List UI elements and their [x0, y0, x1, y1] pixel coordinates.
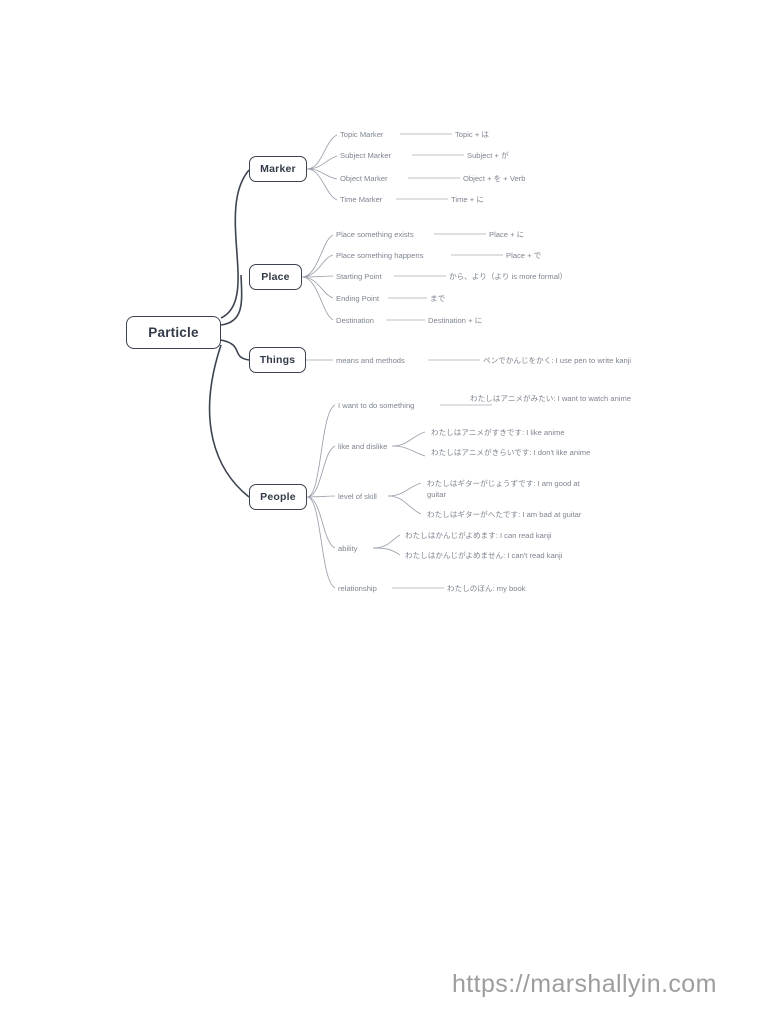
leaf-value-object-marker[interactable]: Object + を + Verb — [463, 174, 526, 183]
leaf-value-subject-marker[interactable]: Subject + が — [467, 151, 509, 160]
marker-twig-2 — [306, 155, 338, 170]
leaf-label-like-dislike[interactable]: like and dislike — [338, 442, 388, 451]
leaf-value-place-happens[interactable]: Place + で — [506, 251, 542, 260]
leaf-value-starting-point[interactable]: から、より（より is more formal） — [449, 272, 568, 281]
people-skill-sub-2 — [387, 495, 422, 515]
people-like-sub-1 — [391, 431, 426, 447]
leaf-label-subject-marker[interactable]: Subject Marker — [340, 151, 392, 160]
leaf-label-ending-point[interactable]: Ending Point — [336, 294, 380, 303]
trunk-to-things — [220, 339, 250, 361]
node-branch-things[interactable]: Things — [249, 347, 306, 373]
trunk-to-people — [208, 344, 250, 498]
place-twig-5 — [301, 276, 334, 321]
place-twig-3 — [301, 275, 334, 278]
marker-twig-3 — [306, 168, 338, 180]
people-ability-sub-1 — [372, 534, 401, 549]
leaf-value-relationship[interactable]: わたしのほん: my book — [447, 584, 526, 593]
leaf-label-means-methods[interactable]: means and methods — [336, 356, 405, 365]
node-branch-place[interactable]: Place — [249, 264, 302, 290]
leaf-value-want-to-do[interactable]: わたしはアニメがみたい: I want to watch anime — [470, 394, 632, 403]
leaf-value-means-methods[interactable]: ペンでかんじをかく: I use pen to write kanji — [483, 356, 632, 365]
leaf-label-object-marker[interactable]: Object Marker — [340, 174, 388, 183]
leaf-label-starting-point[interactable]: Starting Point — [336, 272, 382, 281]
leaf-label-place-exists[interactable]: Place something exists — [336, 230, 414, 239]
place-twig-2 — [301, 254, 334, 278]
people-ability-sub-2 — [372, 547, 401, 556]
leaf-value-ability-cannot[interactable]: わたしはかんじがよめません: I can't read kanji — [405, 551, 563, 560]
people-twig-3 — [306, 495, 336, 498]
leaf-value-destination[interactable]: Destination + に — [428, 316, 483, 325]
leaf-label-ability[interactable]: ability — [338, 544, 358, 553]
people-twig-1 — [306, 404, 336, 498]
node-branch-people[interactable]: People — [249, 484, 307, 510]
people-like-sub-2 — [391, 445, 426, 457]
leaf-label-level-of-skill[interactable]: level of skill — [338, 492, 377, 501]
people-skill-sub-1 — [387, 482, 422, 497]
place-twig-4 — [301, 276, 334, 299]
leaf-value-ability-can[interactable]: わたしはかんじがよめます: I can read kanji — [405, 531, 552, 540]
marker-twig-1 — [306, 134, 338, 170]
place-twig-1 — [301, 234, 334, 278]
marker-twig-4 — [306, 168, 338, 201]
leaf-label-destination[interactable]: Destination — [336, 316, 374, 325]
leaf-value-skill-bad[interactable]: わたしはギターがへたです: I am bad at guitar — [427, 510, 582, 519]
leaf-label-relationship[interactable]: relationship — [338, 584, 377, 593]
people-twig-4 — [306, 496, 336, 549]
people-twig-5 — [306, 496, 336, 589]
leaf-label-want-to-do[interactable]: I want to do something — [338, 401, 415, 410]
leaf-label-place-happens[interactable]: Place something happens — [336, 251, 424, 260]
leaf-value-like[interactable]: わたしはアニメがすきです: I like anime — [431, 428, 565, 437]
people-twig-2 — [306, 445, 336, 498]
leaf-value-dislike[interactable]: わたしはアニメがきらいです: I don't like anime — [431, 448, 591, 457]
leaf-value-time-marker[interactable]: Time + に — [451, 195, 484, 204]
node-branch-marker[interactable]: Marker — [249, 156, 307, 182]
leaf-label-topic-marker[interactable]: Topic Marker — [340, 130, 384, 139]
leaf-value-topic-marker[interactable]: Topic + は — [455, 130, 489, 139]
trunk-to-place — [220, 274, 243, 326]
node-root-particle[interactable]: Particle — [126, 316, 221, 349]
trunk-to-marker — [220, 169, 250, 319]
site-watermark: https://marshallyin.com — [452, 970, 717, 998]
leaf-label-time-marker[interactable]: Time Marker — [340, 195, 383, 204]
leaf-value-ending-point[interactable]: まで — [430, 294, 446, 303]
leaf-value-place-exists[interactable]: Place + に — [489, 230, 525, 239]
leaf-value-skill-good[interactable]: わたしはギターがじょうずです: I am good at guitar — [427, 479, 580, 499]
